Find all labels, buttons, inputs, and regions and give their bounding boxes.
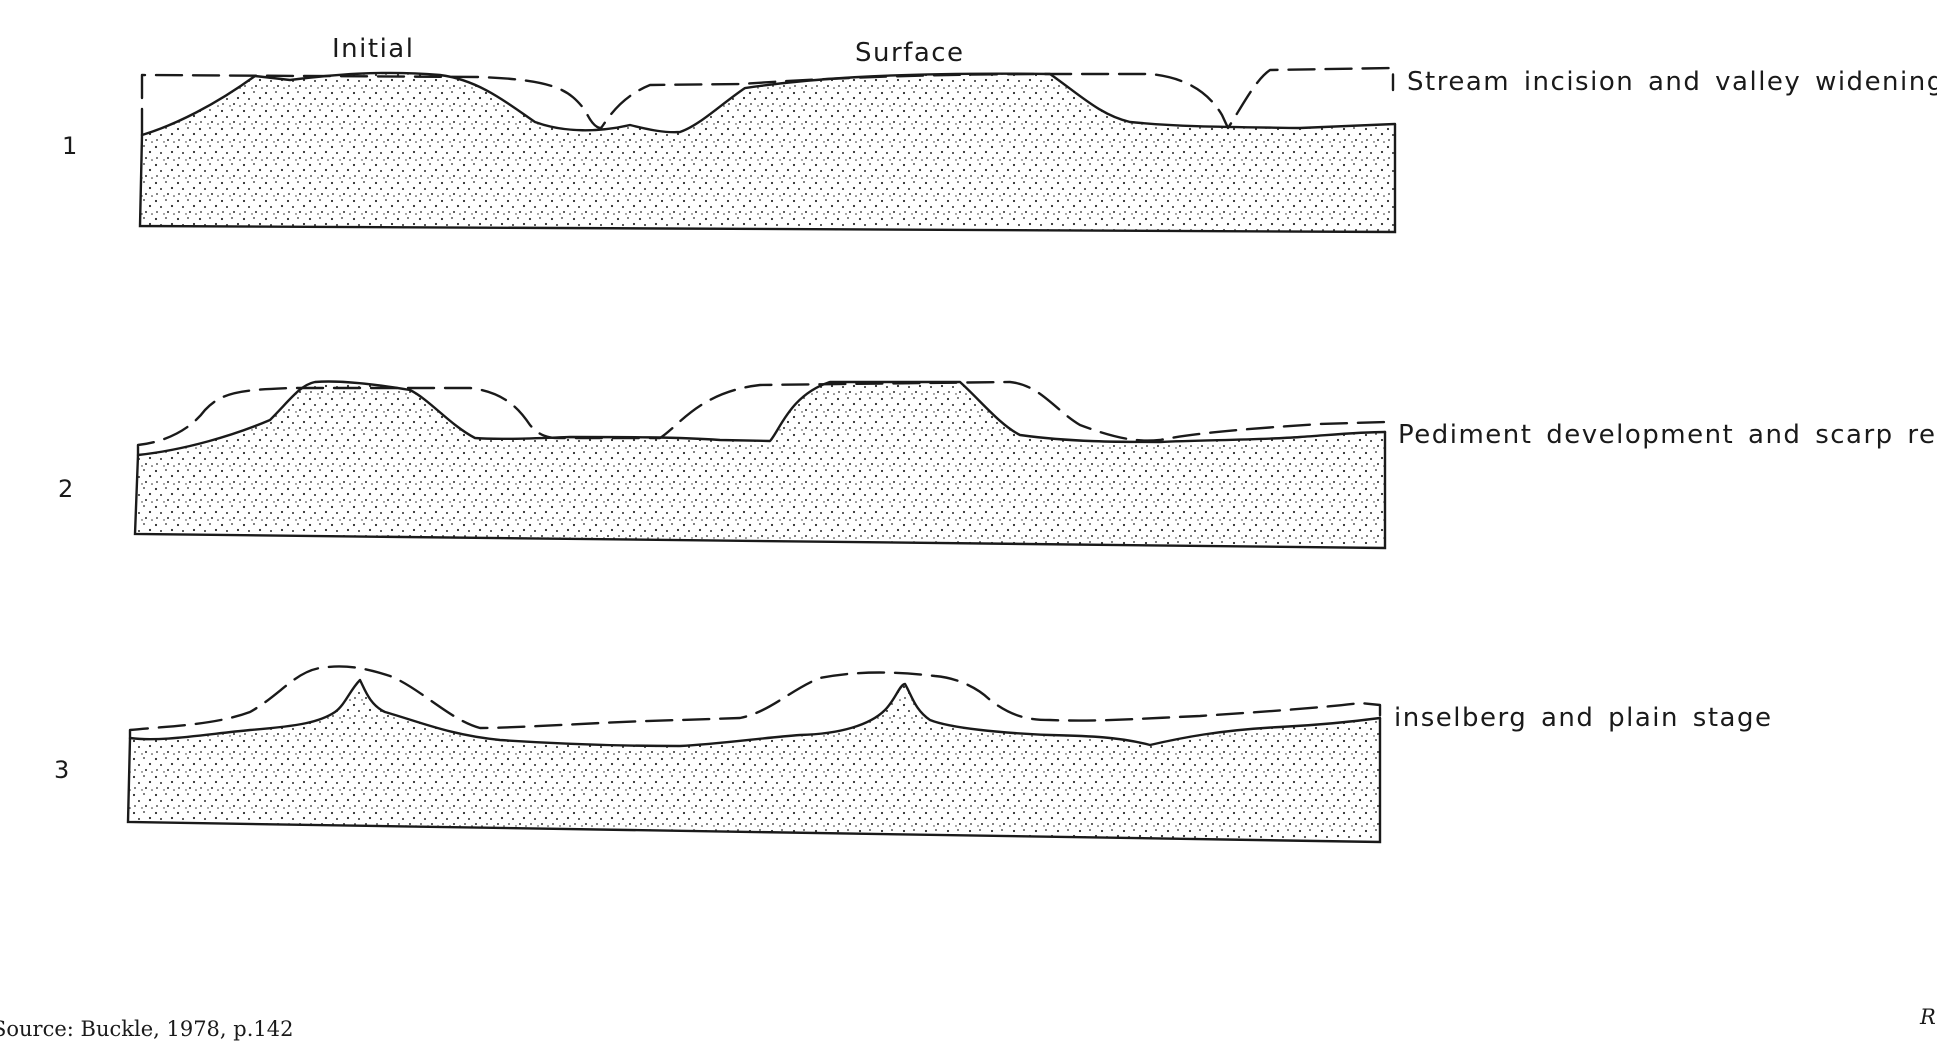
stage-1-block-outline	[138, 124, 1397, 234]
stage-3-initial-surface	[128, 665, 1382, 740]
stage-3-terrain-line	[128, 678, 1382, 748]
stage-1-profile	[138, 66, 1397, 234]
stage-2-initial-surface	[136, 380, 1387, 457]
stage-2-profile	[133, 380, 1387, 550]
stage-3-profile	[126, 665, 1382, 844]
stage-2-terrain-line	[136, 380, 1387, 457]
corner-mark: R	[1919, 1005, 1936, 1029]
stage-1-terrain-line	[140, 71, 1397, 137]
stage-3-block-outline	[126, 718, 1382, 844]
stage-2-block-outline	[133, 432, 1387, 550]
surface-label: Surface	[855, 38, 965, 68]
initial-label: Initial	[332, 34, 414, 64]
stage-2-caption: Pediment development and scarp re	[1398, 420, 1937, 450]
stage-3-number: 3	[54, 756, 69, 784]
stage-1-landmass	[140, 72, 1395, 233]
source-citation: Source: Buckle, 1978, p.142	[0, 1017, 293, 1041]
stage-1-caption: Stream incision and valley widening	[1407, 67, 1937, 97]
stage-2-number: 2	[58, 475, 73, 503]
stage-1-number: 1	[62, 132, 77, 160]
stage-3-landmass	[128, 680, 1380, 842]
stage-3-caption: inselberg and plain stage	[1394, 703, 1772, 733]
stage-2-landmass	[135, 381, 1385, 548]
stage-1-initial-surface	[140, 66, 1395, 137]
